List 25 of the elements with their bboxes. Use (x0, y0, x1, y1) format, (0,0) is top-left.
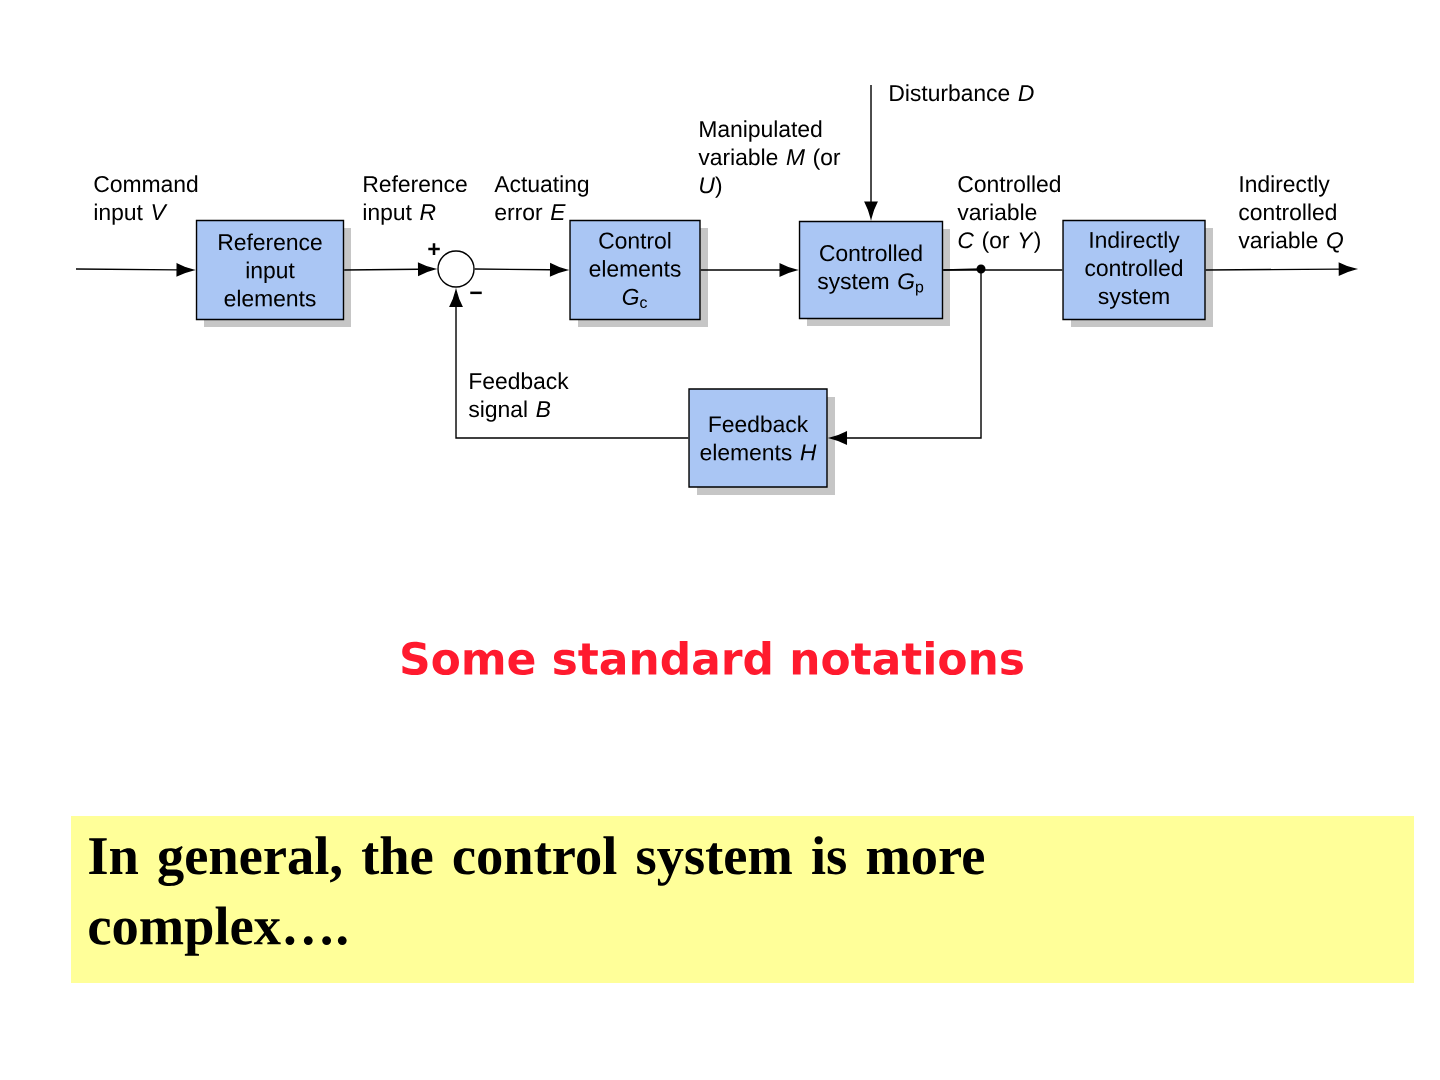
note-band: In general, the control system is more complex…. (71, 816, 1414, 983)
edge-label: Manipulated variable M (or U) (698, 120, 841, 198)
arrow (343, 262, 436, 276)
sign-label: + (428, 243, 440, 255)
edge-label: Feedback signal B (469, 372, 569, 422)
block-box: Indirectly controlled system (1062, 219, 1213, 327)
edge-label: Command input V (94, 175, 198, 225)
block-box: Reference input elements (195, 219, 351, 327)
edge-label: Indirectly controlled variable Q (1238, 175, 1343, 253)
arrow (829, 268, 982, 445)
edge-label: Actuating error E (494, 175, 589, 221)
edge-label: Reference input R (363, 175, 467, 225)
block-box: Control elements G$_{c}$ (569, 219, 708, 327)
edge-label: Controlled variable C (or Y) (957, 175, 1060, 253)
arrow (700, 263, 797, 277)
sign-label: − (470, 291, 482, 295)
arrow (1205, 262, 1356, 276)
edge-label: Disturbance D (890, 84, 1034, 102)
block-box: Feedback elements H (688, 388, 835, 495)
arrow (75, 263, 194, 277)
arrow (864, 84, 878, 219)
arrow (449, 290, 690, 439)
arrow (474, 263, 568, 277)
block-box: Controlled system G$_{p}$ (798, 220, 950, 326)
caption: Some standard notations (402, 641, 1023, 675)
